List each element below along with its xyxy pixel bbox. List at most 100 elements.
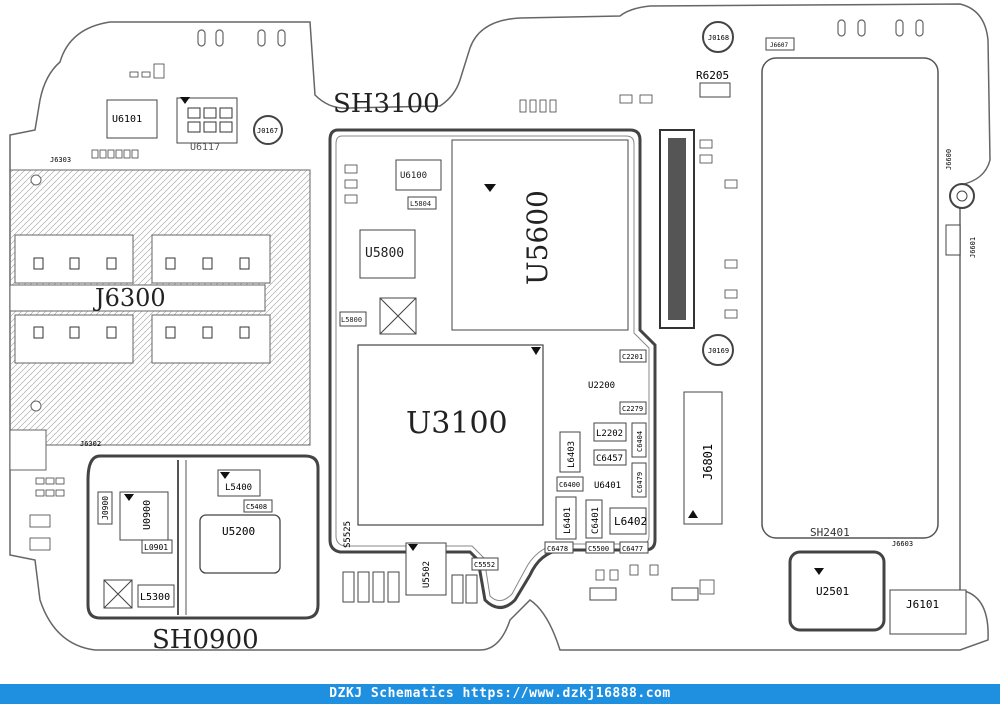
j6101-connector [889,589,967,635]
c5500-label: C5500 [588,545,609,553]
c6479-label: C6479 [636,472,644,493]
u5600-pin1-marker [484,184,496,192]
j6601-label: J6601 [969,237,977,258]
j6300-label-bar [9,284,266,312]
l6401-label: L6401 [563,507,573,534]
j6607-label: J6607 [770,42,788,49]
l6402-inductor [609,507,647,535]
l6401-inductor [555,496,577,540]
u0900-label: U0900 [142,500,153,530]
c5552-cap [471,557,499,571]
small-passives [29,63,738,595]
c6479-cap [631,462,647,498]
mounting-hole-inner [956,190,968,202]
j6302-label: J6302 [80,440,101,448]
u6401-label: U6401 [594,481,621,491]
u0900-chip [119,491,169,541]
j6607-part [765,37,795,51]
j6801-pin1-marker [688,510,698,518]
u0900-pin1-marker [124,494,134,501]
top-slots [197,19,924,47]
c2279-label: C2279 [622,405,643,413]
j0167-testpoint [253,115,283,145]
u5800-sub-x-cross [379,297,417,335]
c5552-label: C5552 [474,561,495,569]
c6478-label: C6478 [547,545,568,553]
l0901-label: L0901 [144,543,168,552]
c6400-cap [556,476,584,492]
sh3100-bottom-passives [342,571,699,604]
u6117-chip [176,97,238,144]
sh3100-shield [328,128,657,609]
j6300-hole-top [30,174,42,186]
l5800-inductor [339,311,367,327]
j6603-label: J6603 [892,540,913,548]
j6302-connector [9,429,47,471]
c6401-label: C6401 [591,507,601,534]
sh2401-label: SH2401 [810,526,850,539]
u5502-chip [405,542,447,596]
j6801-label: J6801 [701,444,715,480]
sh0900-shield [86,454,320,620]
j6101-label: J6101 [906,598,939,611]
u6100-label: U6100 [400,171,427,181]
u5600-chip [451,139,629,331]
u2501-label: U2501 [816,585,849,598]
l5300-inductor [137,584,175,608]
l5804-label: L5804 [410,200,431,208]
j6300-pads [33,257,250,339]
u2200-label: U2200 [588,381,615,391]
u6117-pin1-marker [180,97,190,104]
u5502-pin1-marker [408,544,418,551]
sh3100-shield-inner [335,135,650,601]
l5800-label: L5800 [341,316,362,324]
c5500-cap [585,541,615,554]
c2279-cap [619,401,647,415]
j0168-testpoint [702,21,734,53]
u3100-label: U3100 [406,406,508,441]
u5800-chip [359,229,416,279]
j6300-block-br [151,314,271,364]
c6400-label: C6400 [559,481,580,489]
c6457-cap [593,449,627,466]
u2501-shield [788,550,886,632]
u5502-label: U5502 [422,561,432,588]
c6404-label: C6404 [636,431,644,452]
j6300-block-bl [14,314,134,364]
j0900-connector [97,491,113,525]
l2202-inductor [593,422,627,442]
u3100-pin1-marker [531,347,541,355]
j6601-connector [945,224,961,256]
u6100-chip [395,159,442,191]
l0901-inductor [141,539,173,554]
c5408-label: C5408 [246,503,267,511]
sh0900-label: SH0900 [152,625,259,655]
btb-connector-core [668,138,686,320]
u5200-chip [199,514,281,574]
r6205-label: R6205 [696,69,729,82]
u6101-label: U6101 [112,114,142,125]
l6402-label: L6402 [614,515,647,528]
sh2401-area [761,57,939,539]
c6401-cap [585,499,603,539]
c6477-cap [619,541,649,554]
l6403-label: L6403 [567,441,577,468]
c6404-cap [631,422,647,458]
u6101-chip [106,99,158,139]
board-outline [9,3,991,651]
l2202-label: L2202 [596,429,623,439]
u2501-pin1-marker [814,568,824,575]
c6477-label: C6477 [622,545,643,553]
c6478-cap [544,541,574,554]
l5400-marker [220,472,230,479]
u3100-chip [357,344,544,526]
u6117-label: U6117 [190,142,220,153]
s5525-label: S5525 [343,521,353,548]
j0169-testpoint [702,334,734,366]
l5400-label: L5400 [225,483,252,493]
j0900-label: J0900 [101,496,110,520]
c5408-cap [243,499,273,513]
l5300-label: L5300 [140,592,170,603]
footer-banner: DZKJ Schematics https://www.dzkj16888.co… [0,684,1000,704]
j0169-label: J0169 [708,347,729,355]
